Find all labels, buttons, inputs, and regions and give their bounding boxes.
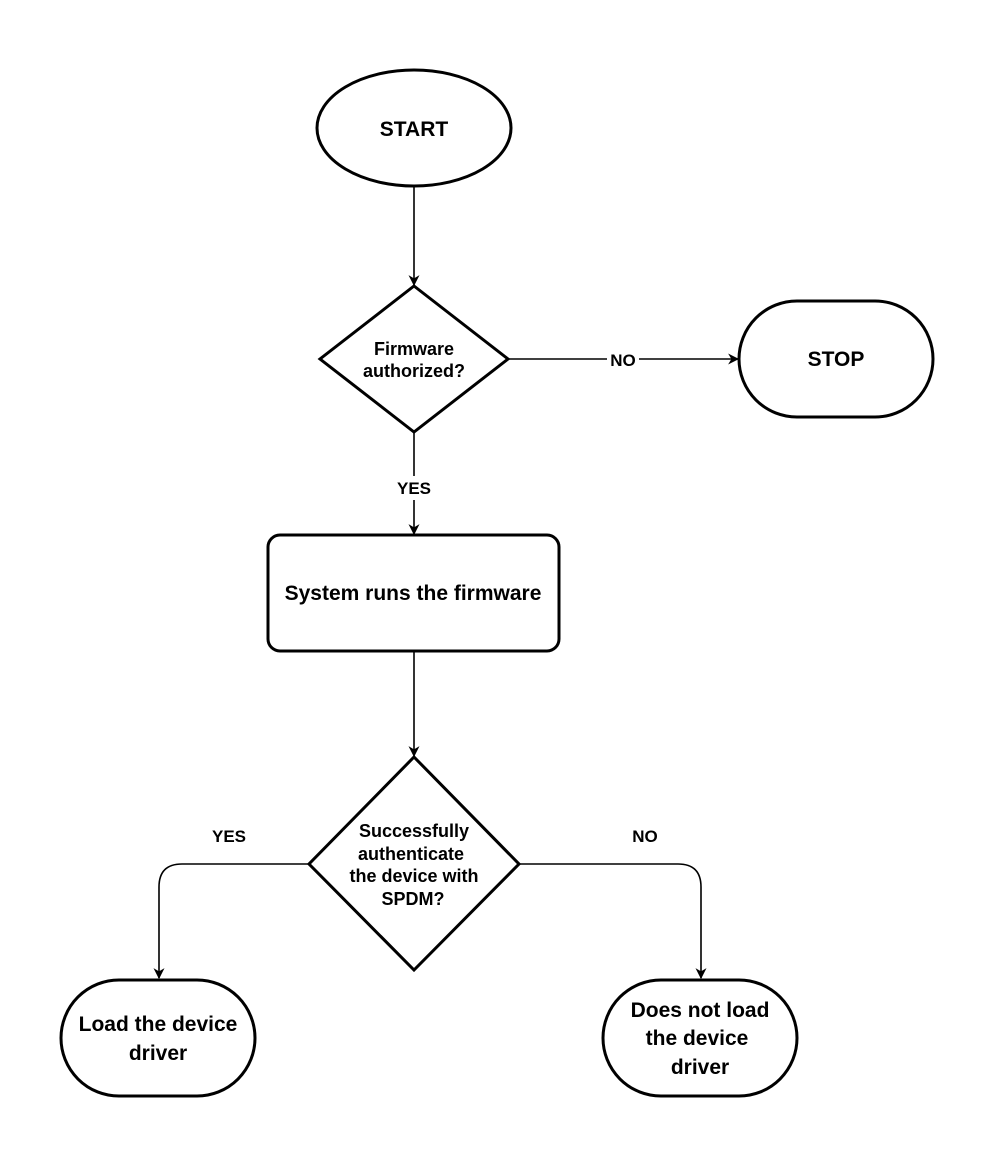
node-stop: STOP	[737, 299, 935, 419]
edge-label-bg	[607, 348, 639, 370]
start-ellipse	[315, 68, 513, 188]
node-start: START	[315, 68, 513, 188]
decision-diamond	[306, 754, 522, 973]
node-label: Successfully	[359, 821, 469, 841]
terminal-shape	[737, 299, 935, 419]
edge-spdm-no: NO	[519, 827, 707, 980]
node-label: SPDM?	[382, 889, 445, 909]
connector-line	[153, 863, 309, 980]
node-no-load-driver: Does not load the device driver	[601, 978, 799, 1098]
edge-label-no: NO	[632, 827, 658, 846]
node-label: Load the device	[79, 1013, 238, 1036]
process-rect	[266, 533, 561, 653]
node-label: driver	[129, 1042, 187, 1065]
edge-firmware-yes: YES	[392, 432, 436, 536]
terminal-shape	[59, 978, 257, 1098]
decision-diamond	[317, 284, 511, 434]
node-label: STOP	[808, 348, 865, 371]
edge-firmware-no: NO	[508, 348, 740, 370]
node-label: driver	[671, 1056, 729, 1079]
node-label: START	[380, 118, 449, 141]
node-label: Firmware	[374, 339, 454, 359]
node-label: the device with	[349, 866, 478, 886]
connector-line	[519, 863, 707, 980]
edge-spdm-yes: YES	[153, 827, 309, 980]
node-label: Does not load	[631, 999, 770, 1022]
node-spdm-check: Successfully authenticate the device wit…	[306, 754, 522, 973]
node-label: authenticate	[358, 844, 464, 864]
node-label: the device	[646, 1027, 749, 1050]
edge-label-bg	[392, 476, 436, 500]
edge-label-no: NO	[610, 351, 636, 370]
terminal-shape	[601, 978, 799, 1098]
node-label: System runs the firmware	[285, 582, 542, 605]
edge-label-yes: YES	[212, 827, 246, 846]
node-firmware-check: Firmware authorized?	[317, 284, 511, 434]
node-load-driver: Load the device driver	[59, 978, 257, 1098]
node-run-firmware: System runs the firmware	[266, 533, 561, 653]
edge-label-yes: YES	[397, 479, 431, 498]
node-label: authorized?	[363, 361, 465, 381]
